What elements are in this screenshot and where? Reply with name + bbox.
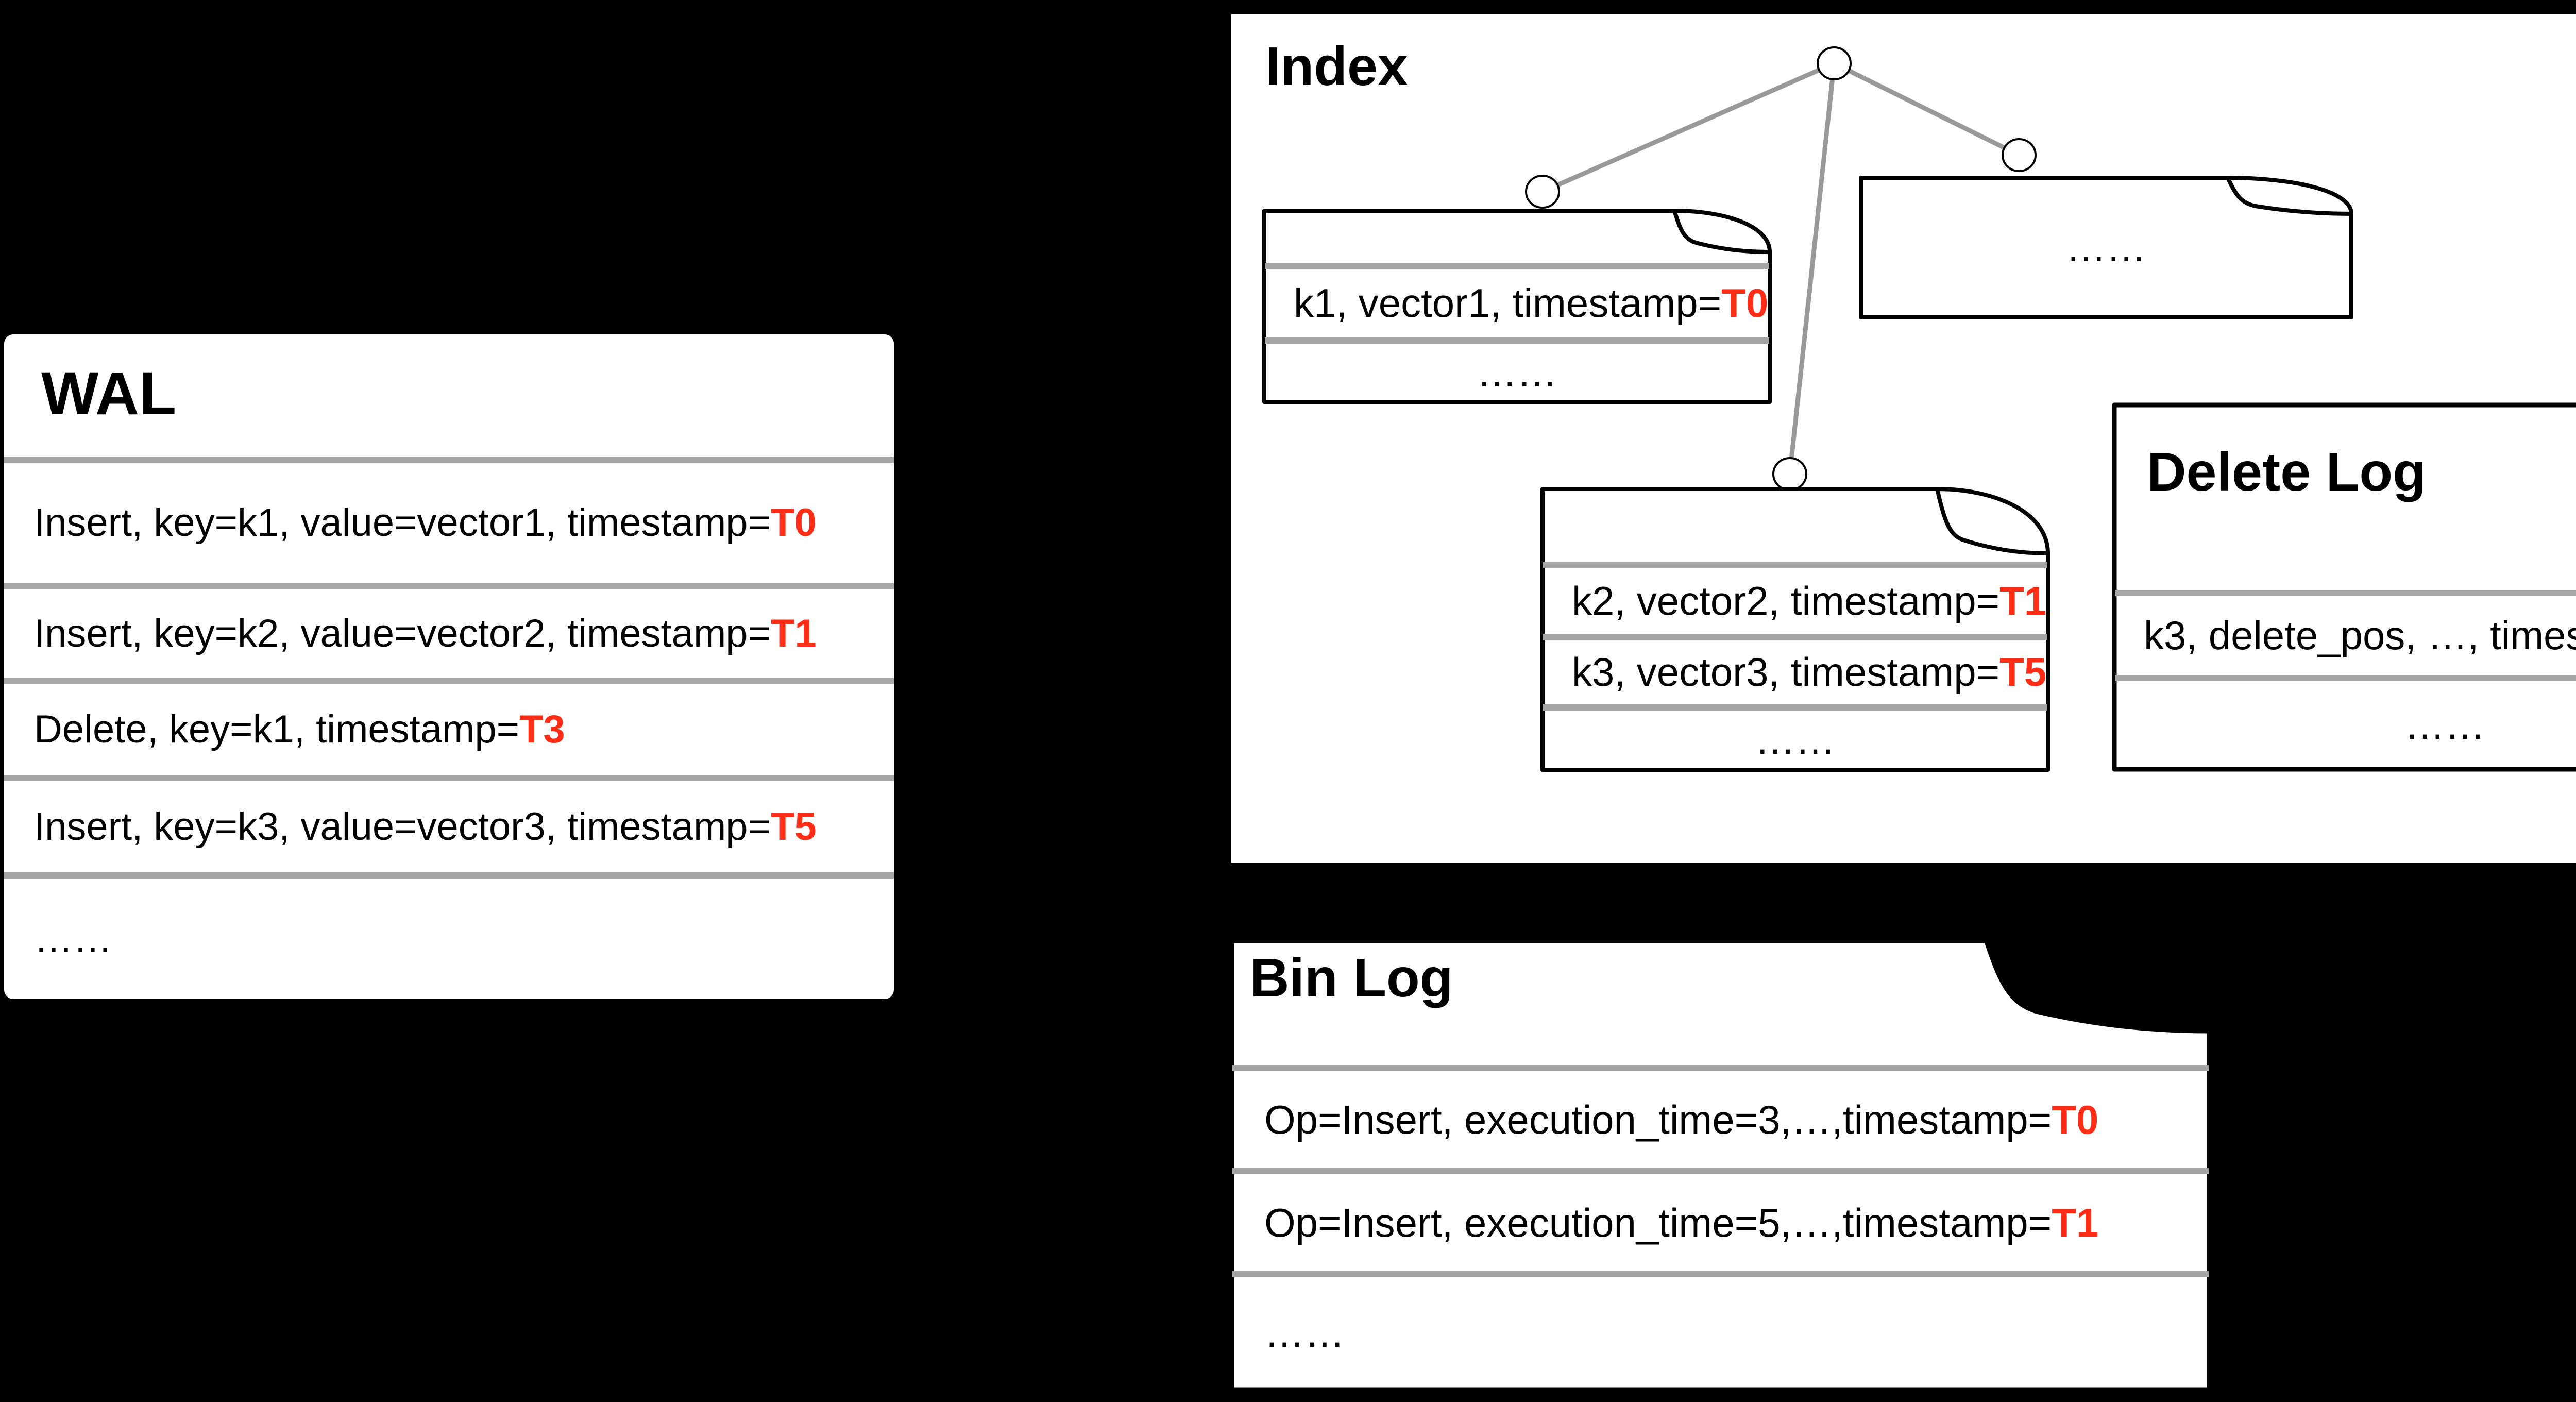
timestamp-highlight: T1 <box>2052 1200 2099 1245</box>
ellipsis-text: …… <box>34 917 112 961</box>
bin-log-title: Bin Log <box>1250 948 1453 1008</box>
tree-edge <box>1833 61 2020 158</box>
bin-log-row: Op=Insert, execution_time=5,…,timestamp=… <box>1232 1168 2209 1271</box>
document-outline <box>1859 176 2353 319</box>
delete-log-file: Delete Log k3, delete_pos, …, timestamp=… <box>2111 402 2576 772</box>
wal-title: WAL <box>41 360 177 428</box>
log-entry-text: Op=Insert, execution_time=5,…,timestamp= <box>1264 1200 2052 1245</box>
index-segment-file-2: …… <box>1858 175 2354 320</box>
ellipsis-text: …… <box>2404 702 2485 748</box>
delete-log-title: Delete Log <box>2147 442 2426 502</box>
tree-node <box>1772 457 1807 491</box>
segment-header <box>1543 489 2047 562</box>
document-shape <box>1540 487 2050 772</box>
wal-log-panel: WAL Insert, key=k1, value=vector1, times… <box>4 334 894 999</box>
tree-edge <box>1541 61 1835 194</box>
segment-row: k2, vector2, timestamp=T1 <box>1543 562 2047 634</box>
timestamp-highlight: T5 <box>1999 649 2047 695</box>
bin-log-file: Bin Log Op=Insert, execution_time=3,…,ti… <box>1228 937 2213 1394</box>
index-title: Index <box>1265 36 1408 97</box>
folded-corner-icon <box>1672 209 1772 254</box>
bin-log-row-ellipsis: …… <box>1232 1271 2209 1389</box>
index-entry-text: k1, vector1, timestamp= <box>1294 280 1722 326</box>
tree-root-node <box>1817 46 1852 80</box>
segment-row-ellipsis: …… <box>1265 337 1769 401</box>
ellipsis-text: …… <box>1477 349 1557 395</box>
tree-node <box>2002 138 2037 172</box>
wal-row: Insert, key=k1, value=vector1, timestamp… <box>4 457 894 583</box>
index-entry-text: k2, vector2, timestamp= <box>1572 578 2000 623</box>
document-shape <box>1262 209 1772 404</box>
log-entry-text: Insert, key=k2, value=vector2, timestamp… <box>34 611 771 655</box>
folded-corner-icon <box>2226 176 2353 216</box>
ellipsis-text: …… <box>1264 1310 1345 1356</box>
log-entry-text: k3, delete_pos, …, timestamp= <box>2144 613 2576 658</box>
document-outline <box>1540 487 2050 772</box>
wal-row: Delete, key=k1, timestamp=T3 <box>4 678 894 775</box>
ellipsis-text: …… <box>2066 225 2146 270</box>
ellipsis-text: …… <box>1755 717 1836 763</box>
segment-row: k3, vector3, timestamp=T5 <box>1543 634 2047 704</box>
folded-corner-icon <box>1935 487 2050 555</box>
folded-corner-icon <box>1984 937 2213 1034</box>
delete-log-row-ellipsis: …… <box>2115 675 2576 769</box>
document-outline <box>1262 209 1772 404</box>
segment-row-ellipsis: …… <box>1861 178 2351 317</box>
log-entry-text: Insert, key=k3, value=vector3, timestamp… <box>34 805 771 849</box>
timestamp-highlight: T1 <box>770 611 817 655</box>
segment-row-ellipsis: …… <box>1543 704 2047 769</box>
wal-row: Insert, key=k3, value=vector3, timestamp… <box>4 775 894 872</box>
timestamp-highlight: T0 <box>770 501 817 545</box>
wal-row: Insert, key=k2, value=vector2, timestamp… <box>4 583 894 678</box>
document-shape <box>1859 176 2353 319</box>
timestamp-highlight: T5 <box>770 805 817 849</box>
timestamp-highlight: T3 <box>519 707 565 751</box>
bin-log-row: Op=Insert, execution_time=3,…,timestamp=… <box>1232 1065 2209 1168</box>
log-entry-text: Delete, key=k1, timestamp= <box>34 707 519 751</box>
index-tree <box>1525 46 2037 491</box>
log-entry-text: Op=Insert, execution_time=3,…,timestamp= <box>1264 1096 2052 1142</box>
bin-log-header: Bin Log <box>1232 941 2209 1065</box>
delete-log-header: Delete Log <box>2115 406 2576 590</box>
document-shape <box>1228 937 2213 1393</box>
index-entry-text: k3, vector3, timestamp= <box>1572 649 2000 695</box>
tree-edge <box>1787 63 1837 475</box>
segment-header <box>1265 211 1769 263</box>
index-segment-file-3: k2, vector2, timestamp=T1 k3, vector3, t… <box>1540 486 2050 772</box>
index-segment-file-1: k1, vector1, timestamp=T0 …… <box>1262 208 1772 404</box>
wal-row-ellipsis: …… <box>4 872 894 999</box>
timestamp-highlight: T0 <box>1721 280 1769 326</box>
document-outline <box>1228 937 2213 1393</box>
segment-row: k1, vector1, timestamp=T0 <box>1265 263 1769 337</box>
delete-log-row: k3, delete_pos, …, timestamp=T3 <box>2115 590 2576 675</box>
tree-node <box>1525 175 1560 209</box>
log-entry-text: Insert, key=k1, value=vector1, timestamp… <box>34 501 771 545</box>
timestamp-highlight: T1 <box>1999 578 2047 623</box>
timestamp-highlight: T0 <box>2052 1096 2099 1142</box>
